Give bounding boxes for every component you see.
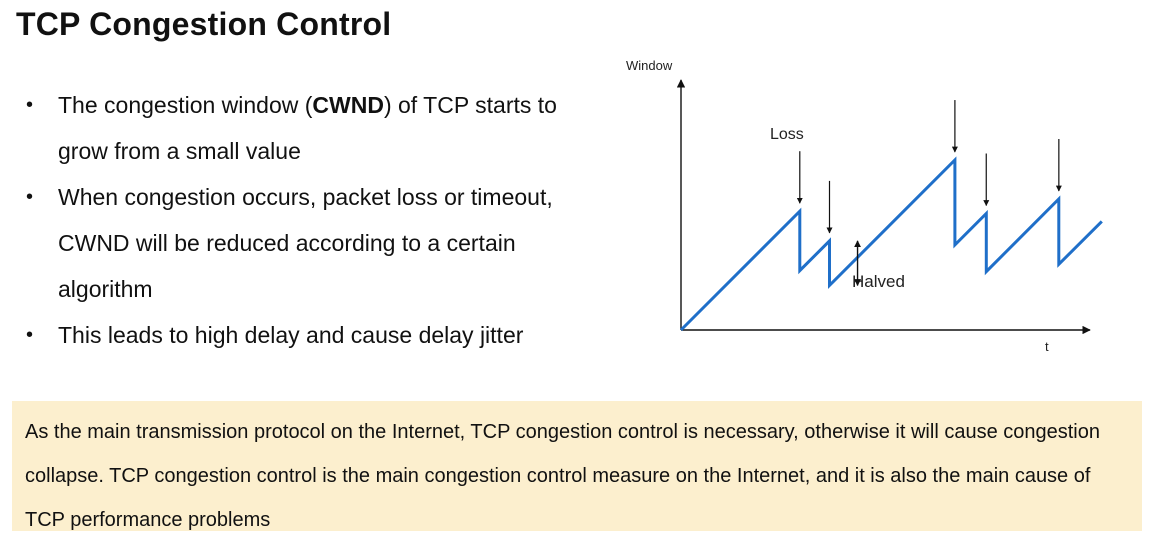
loss-arrows bbox=[796, 100, 1062, 234]
y-axis-label: Window bbox=[626, 58, 673, 73]
bullet-marker: • bbox=[26, 324, 34, 346]
summary-callout: As the main transmission protocol on the… bbox=[12, 401, 1142, 531]
halved-label: Halved bbox=[852, 272, 905, 291]
cwnd-curve bbox=[679, 156, 1103, 332]
bullet-bold-text: CWND bbox=[312, 92, 384, 118]
bullet-item: • When congestion occurs, packet loss or… bbox=[22, 174, 612, 312]
cwnd-diagram: Window t Loss Halved bbox=[626, 58, 1103, 354]
bullet-marker: • bbox=[26, 94, 34, 116]
loss-label: Loss bbox=[770, 126, 804, 143]
bullet-text: When congestion occurs, packet loss or t… bbox=[58, 184, 553, 302]
bullet-item: • This leads to high delay and cause del… bbox=[22, 312, 612, 358]
bullet-marker: • bbox=[26, 186, 34, 208]
x-axis-label: t bbox=[1045, 339, 1049, 354]
bullet-text: The congestion window ( bbox=[58, 92, 313, 118]
bullet-item: • The congestion window (CWND) of TCP st… bbox=[22, 82, 612, 174]
bullet-text: This leads to high delay and cause delay… bbox=[58, 322, 524, 348]
bullet-list: • The congestion window (CWND) of TCP st… bbox=[22, 82, 612, 358]
slide-title: TCP Congestion Control bbox=[16, 6, 392, 42]
bullet-text-end: ) of TCP starts to grow from a small val… bbox=[58, 92, 557, 164]
